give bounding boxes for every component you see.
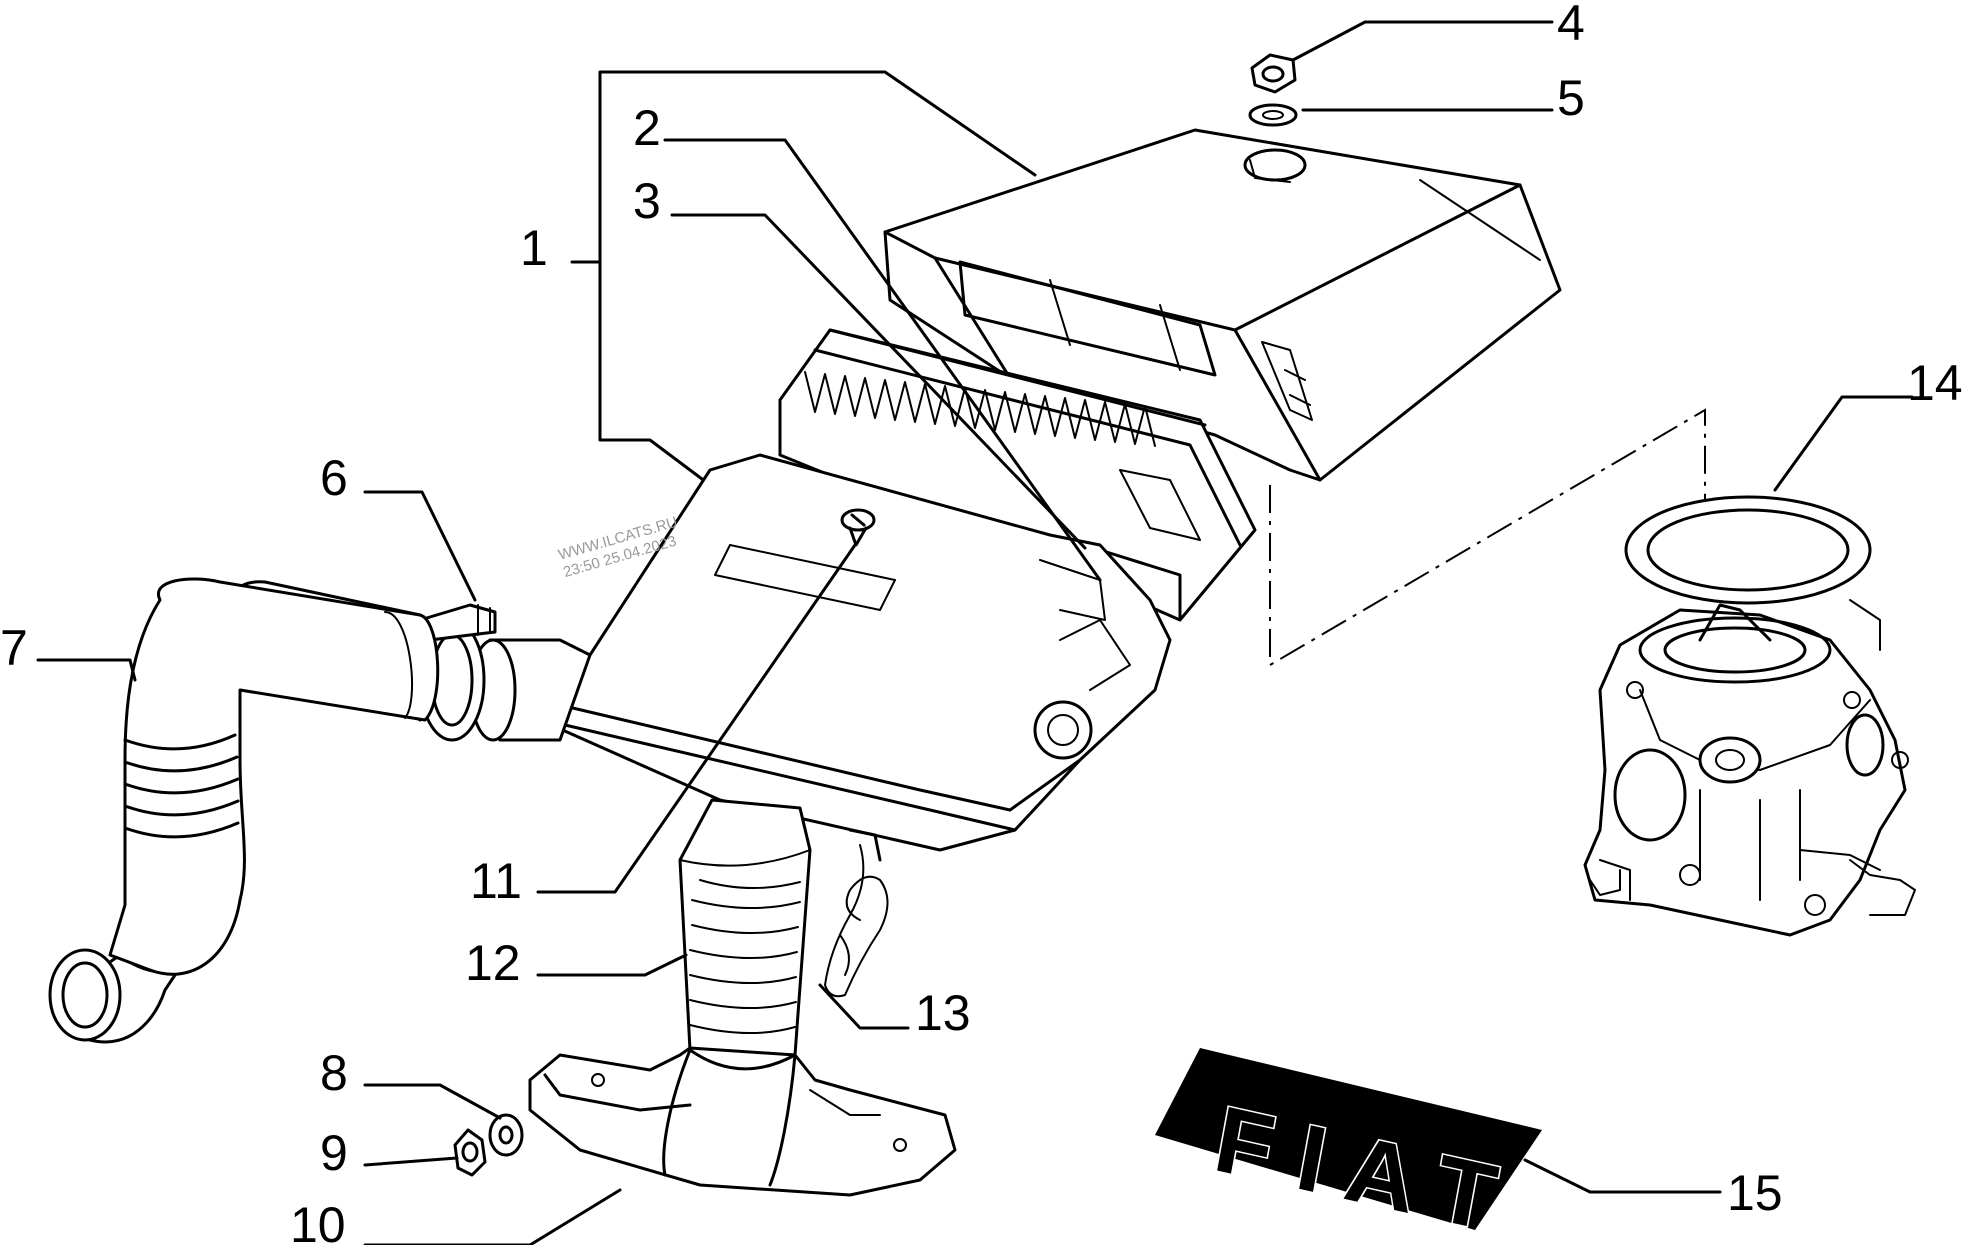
callout-14: 14 [1907,355,1963,411]
fiat-letter-f: F [1214,1083,1277,1205]
callout-15: 15 [1727,1165,1783,1221]
callout-7: 7 [0,620,28,676]
intake-hose-part-7 [48,577,440,1044]
washer-part-8 [488,1113,524,1157]
washer-part-5 [1248,103,1298,127]
carburetor [1583,599,1916,937]
spring-clip-part-13 [824,828,889,998]
air-filter-cover [883,128,1562,482]
callout-5: 5 [1557,70,1585,126]
callout-12: 12 [465,935,521,991]
bracket-part-1 [570,70,1037,487]
callout-9: 9 [320,1125,348,1181]
filter-housing [538,453,1172,852]
callout-3: 3 [633,173,661,229]
fiat-decal-part-15: F I A T [1155,1048,1542,1245]
gasket-part-14 [1624,495,1872,605]
fiat-letter-t: T [1434,1132,1502,1245]
leader-lines [36,20,1914,1245]
callout-10: 10 [290,1197,346,1245]
callout-11: 11 [470,853,522,909]
assembly-guide-line [1269,408,1706,667]
callout-2: 2 [633,100,661,156]
fiat-letter-i: I [1296,1101,1326,1215]
nut-part-4 [1250,53,1297,94]
mounting-bracket-part-10 [528,1046,957,1197]
callout-4: 4 [1557,0,1585,51]
callout-13: 13 [915,985,971,1041]
lower-hose-part-12 [678,798,812,1057]
callout-1: 1 [520,220,548,276]
fiat-letter-a: A [1342,1112,1415,1236]
callout-6: 6 [320,450,348,506]
nut-part-9 [453,1128,487,1177]
callout-8: 8 [320,1045,348,1101]
